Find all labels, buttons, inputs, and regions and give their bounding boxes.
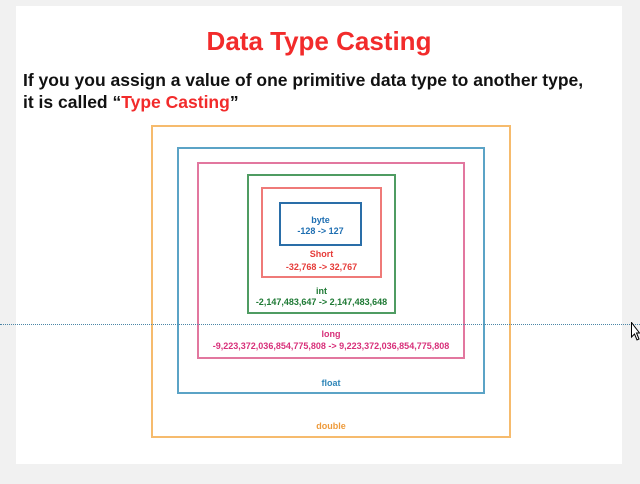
float-box: float bbox=[177, 147, 485, 394]
float-label: float bbox=[321, 378, 341, 388]
long-box: long -9,223,372,036,854,775,808 -> 9,223… bbox=[197, 162, 465, 359]
byte-range: -128 -> 127 bbox=[297, 226, 344, 236]
long-label: long bbox=[321, 329, 341, 339]
slide: Data Type Casting If you you assign a va… bbox=[16, 6, 622, 464]
slide-subtitle: If you you assign a value of one primiti… bbox=[23, 69, 618, 113]
subtitle-line-2-prefix: it is called “ bbox=[23, 92, 122, 112]
dotted-guide-line bbox=[0, 324, 640, 325]
byte-box: byte -128 -> 127 bbox=[279, 202, 362, 246]
int-label: int bbox=[316, 286, 327, 296]
slide-title: Data Type Casting bbox=[206, 26, 432, 56]
subtitle-line-2-suffix: ” bbox=[229, 92, 239, 112]
byte-label: byte bbox=[311, 215, 330, 225]
short-label: Short bbox=[309, 249, 334, 259]
subtitle-line-1: If you you assign a value of one primiti… bbox=[23, 70, 584, 90]
double-label: double bbox=[316, 421, 346, 431]
mouse-pointer-icon bbox=[631, 322, 640, 341]
short-box: Short -32,768 -> 32,767 bbox=[261, 187, 382, 278]
int-box: int -2,147,483,647 -> 2,147,483,648 bbox=[247, 174, 396, 314]
double-box: double bbox=[151, 125, 511, 438]
int-range: -2,147,483,647 -> 2,147,483,648 bbox=[255, 297, 388, 307]
long-range: -9,223,372,036,854,775,808 -> 9,223,372,… bbox=[212, 341, 450, 351]
short-range: -32,768 -> 32,767 bbox=[285, 262, 358, 272]
subtitle-highlight: Type Casting bbox=[121, 92, 230, 112]
